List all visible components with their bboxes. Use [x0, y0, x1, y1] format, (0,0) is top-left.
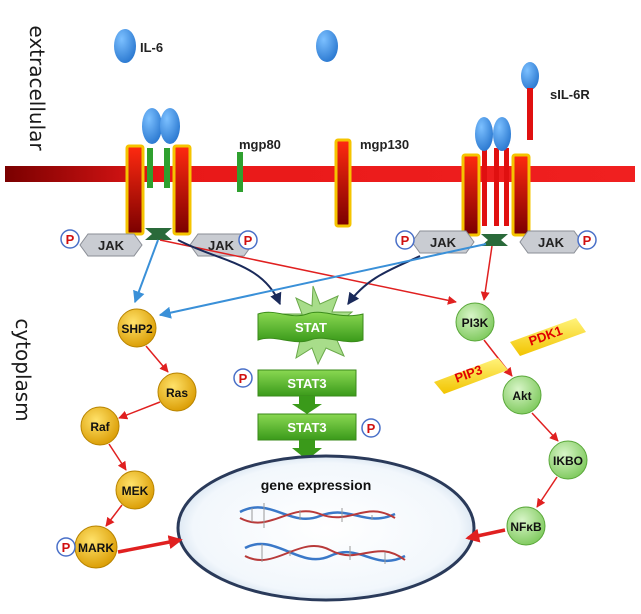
- stat-starburst: STAT: [257, 285, 364, 366]
- node-akt: Akt: [502, 375, 542, 415]
- svg-text:JAK: JAK: [208, 238, 235, 253]
- svg-text:P: P: [244, 233, 253, 248]
- svg-text:NFκB: NFκB: [510, 520, 542, 534]
- gene-expression-nucleus: [176, 454, 476, 602]
- node-raf: Raf: [80, 406, 120, 446]
- dna-icon: [239, 503, 406, 564]
- arrow-ras-to-raf: [118, 401, 161, 420]
- jak-right-2: JAK: [519, 230, 583, 254]
- svg-text:P: P: [583, 233, 592, 248]
- svg-text:SHP2: SHP2: [121, 322, 153, 336]
- svg-text:STAT3: STAT3: [287, 420, 326, 435]
- stat-label: STAT: [295, 320, 327, 335]
- sil6r-head-icon: [521, 62, 539, 90]
- il6-ligand-icon: [114, 29, 136, 63]
- arrow-raf-to-mek: [108, 443, 127, 471]
- arrow-stat3-to-nucleus: [292, 440, 322, 460]
- svg-text:Ras: Ras: [166, 386, 188, 400]
- arrow-akt-to-ikbo: [531, 412, 559, 442]
- svg-text:JAK: JAK: [98, 238, 125, 253]
- cytoplasm-label: cytoplasm: [11, 318, 35, 421]
- mgp130-receptor: [334, 138, 352, 228]
- gene-expression-label: gene expression: [261, 477, 372, 493]
- pip3-tag: PIP3: [434, 358, 508, 394]
- svg-text:MEK: MEK: [122, 484, 149, 498]
- phospho-right-2: P: [577, 230, 597, 250]
- pdk1-tag: PDK1: [510, 318, 586, 356]
- arrow-shp2-to-ras: [145, 345, 169, 373]
- mgp80-receptor: [237, 152, 243, 192]
- svg-text:P: P: [66, 232, 75, 247]
- phospho-left-1: P: [60, 229, 80, 249]
- node-ikbo: IKBO: [548, 440, 588, 480]
- jak-right-1: JAK: [411, 230, 475, 254]
- svg-text:P: P: [62, 540, 71, 555]
- jak-left-1: JAK: [79, 233, 143, 257]
- node-pi3k: PI3K: [455, 302, 495, 342]
- left-receptor-complex: [125, 108, 192, 240]
- svg-text:Akt: Akt: [512, 389, 531, 403]
- phospho-stat3-bottom: P: [361, 418, 381, 438]
- il6-ligand-free-icon: [316, 30, 338, 62]
- arrow-mapk-to-nucleus: [117, 535, 183, 554]
- mgp80-label: mgp80: [239, 137, 281, 152]
- svg-text:STAT3: STAT3: [287, 376, 326, 391]
- phospho-left-2: P: [238, 230, 258, 250]
- svg-text:PI3K: PI3K: [462, 316, 489, 330]
- phospho-stat3-top: P: [233, 368, 253, 388]
- stat3-top: STAT3: [257, 369, 357, 397]
- extracellular-label: extracellular: [25, 25, 49, 151]
- jak-left-2: JAK: [189, 233, 253, 257]
- arrow-right-jak-to-shp2: [158, 243, 487, 319]
- arrow-mek-to-mapk: [105, 504, 123, 527]
- svg-text:Raf: Raf: [90, 420, 110, 434]
- svg-text:IKBO: IKBO: [553, 454, 583, 468]
- arrow-stat3-top-down: [292, 396, 322, 414]
- cell-membrane: [5, 166, 635, 182]
- node-ras: Ras: [157, 372, 197, 412]
- arrow-right-jak-to-pi3k: [480, 245, 493, 301]
- svg-text:MARK: MARK: [78, 541, 114, 555]
- svg-text:JAK: JAK: [538, 235, 565, 250]
- mgp130-label: mgp130: [360, 137, 409, 152]
- phospho-mapk: P: [56, 537, 76, 557]
- il6-label: IL-6: [140, 40, 163, 55]
- sil6r-label: sIL-6R: [550, 87, 590, 102]
- stat3-bottom: STAT3: [257, 413, 357, 441]
- arrow-jak-to-stat-right: [347, 255, 421, 305]
- arrow-ikbo-to-nfkb: [536, 476, 558, 508]
- arrow-jak-to-pi3k: [159, 239, 457, 305]
- svg-text:JAK: JAK: [430, 235, 457, 250]
- svg-text:P: P: [401, 233, 410, 248]
- node-mapk: MARK: [74, 525, 118, 569]
- right-receptor-complex: [461, 117, 531, 246]
- sil6r-stalk: [527, 88, 533, 140]
- node-shp2: SHP2: [117, 308, 157, 348]
- node-nfkb: NFκB: [506, 506, 546, 546]
- arrow-jak-to-stat-left: [177, 239, 282, 306]
- svg-text:P: P: [239, 371, 248, 386]
- arrow-jak-to-shp2: [133, 239, 159, 304]
- arrow-nfkb-to-nucleus: [465, 528, 506, 543]
- phospho-right-1: P: [395, 230, 415, 250]
- svg-text:P: P: [367, 421, 376, 436]
- node-mek: MEK: [115, 470, 155, 510]
